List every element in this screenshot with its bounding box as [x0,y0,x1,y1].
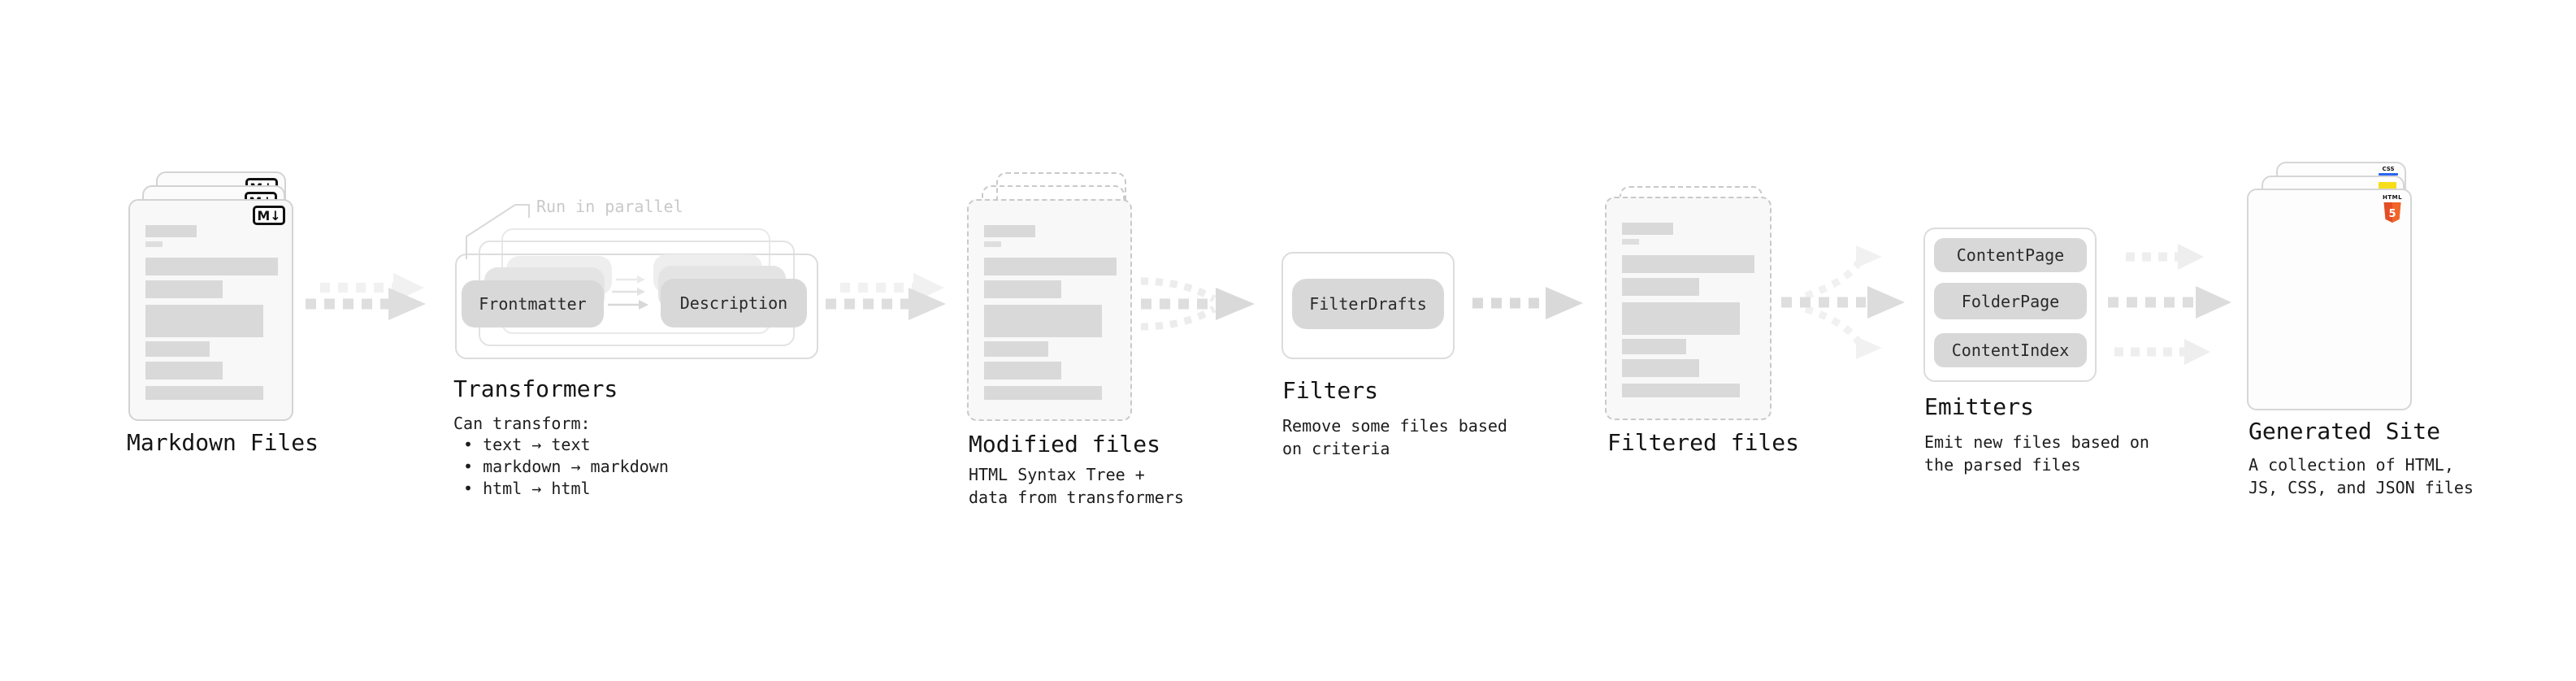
css-icon-label: CSS [2382,166,2395,172]
transformers-label: Transformers [453,375,618,402]
transform-bullet: text → text [463,434,669,456]
css-icon-underline [2379,173,2398,176]
filterdrafts-pill: FilterDrafts [1292,279,1444,329]
transform-bullet: html → html [463,478,669,500]
html5-shield: 5 [2383,202,2401,223]
filters-label: Filters [1282,377,1379,404]
description-pill: Description [661,279,807,327]
arrow-filtered-to-emitters [1781,245,1905,359]
modified-file-card [967,199,1132,421]
folderpage-pill: FolderPage [1934,283,2087,319]
filters-caption: Remove some files based on criteria [1282,416,1507,458]
modified-files-label: Modified files [969,431,1161,458]
html5-icon: HTML 5 [2383,194,2402,227]
run-in-parallel-leader-line [466,204,530,259]
frontmatter-pill: Frontmatter [462,280,604,327]
markdown-files-label: Markdown Files [127,429,319,456]
emitters-caption: Emit new files based on the parsed files [1924,432,2149,475]
markdown-file-card: M↓ [128,199,293,421]
contentpage-pill: ContentPage [1934,238,2087,272]
arrow-emitters-to-site [2108,244,2231,365]
arrow-modified-to-filters [1140,277,1255,331]
emitters-label: Emitters [1924,393,2034,420]
transformers-caption-heading: Can transform: [453,414,591,433]
transformer-layer-frame-1 [455,254,818,359]
filtered-files-label: Filtered files [1607,429,1800,456]
site-file-card: HTML 5 [2247,189,2412,410]
css-icon: CSS [2379,166,2398,176]
run-in-parallel-annotation: Run in parallel [536,197,683,216]
arrow-frontmatter-to-description [608,275,648,310]
transformers-bullet-list: text → text markdown → markdown html → h… [463,434,669,500]
svg-text:5: 5 [2388,208,2396,220]
js-icon [2379,182,2396,189]
generated-site-label: Generated Site [2249,418,2441,445]
modified-files-caption: HTML Syntax Tree + data from transformer… [969,465,1184,507]
arrow-filters-to-filtered [1472,287,1583,319]
markdown-icon: M↓ [253,206,285,225]
transform-bullet: markdown → markdown [463,456,669,478]
html5-icon-label: HTML [2383,194,2403,201]
contentindex-pill: ContentIndex [1934,333,2087,367]
arrow-transformers-to-modified [826,273,946,320]
arrow-markdown-to-transformers [306,273,426,320]
generated-site-caption: A collection of HTML, JS, CSS, and JSON … [2249,455,2474,497]
filtered-file-card [1605,197,1772,420]
